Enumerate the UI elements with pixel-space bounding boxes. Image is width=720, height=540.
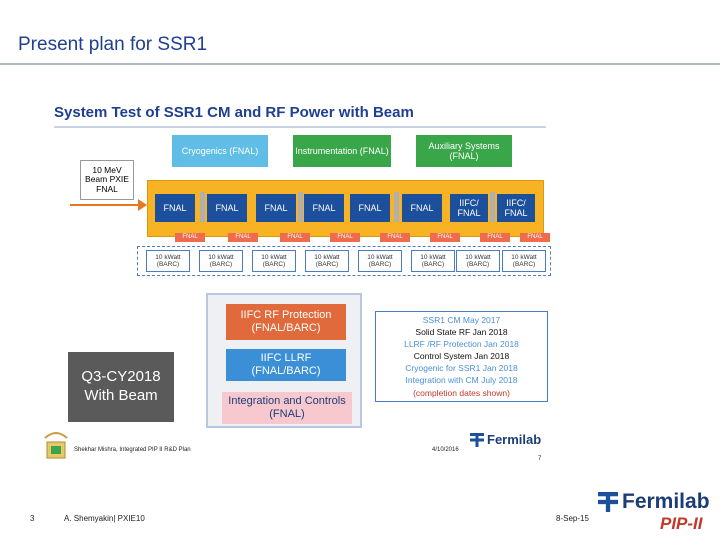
magnet-3: [394, 192, 399, 222]
slide-fermilab-logo: Fermilab: [470, 432, 541, 447]
slide-title-divider: [54, 126, 546, 128]
cavity-tag-6: FNAL: [430, 233, 460, 242]
auxiliary-systems-box: Auxiliary Systems (FNAL): [416, 135, 512, 167]
title-divider: [0, 63, 720, 65]
cavity-1: FNAL: [155, 194, 195, 222]
cavity-8: IIFC/ FNAL: [497, 194, 535, 222]
auxiliary-systems-label: Auxiliary Systems (FNAL): [428, 140, 500, 161]
slide-footer-author: Shekhar Mishra, Integrated PIP II R&D Pl…: [74, 447, 191, 453]
cavity-tag-2: FNAL: [228, 233, 258, 242]
cavity-7: IIFC/ FNAL: [450, 194, 488, 222]
partner-logo-icon: [42, 430, 70, 462]
slide-title: System Test of SSR1 CM and RF Power with…: [54, 104, 414, 121]
amplifier-5: 10 kWatt (BARC): [358, 250, 402, 272]
cavity-tag-3: FNAL: [280, 233, 310, 242]
schedule-line-5: Cryogenic for SSR1 Jan 2018: [405, 363, 518, 373]
magnet-1: [200, 192, 205, 222]
schedule-line-6: Integration with CM July 2018: [405, 375, 518, 385]
schedule-line-3: LLRF /RF Protection Jan 2018: [404, 339, 519, 349]
slide-footer-date: 4/10/2016: [432, 447, 459, 453]
cryogenics-label: Cryogenics (FNAL): [181, 145, 259, 156]
pip-ii-logo: PIP-II: [660, 514, 703, 533]
page-number: 3: [30, 514, 35, 523]
instrumentation-box: Instrumentation (FNAL): [293, 135, 391, 167]
q3-milestone-box: Q3-CY2018 With Beam: [68, 352, 174, 422]
cavity-6: FNAL: [402, 194, 442, 222]
footer-fermilab-text: Fermilab: [622, 490, 710, 513]
cavity-3: FNAL: [256, 194, 296, 222]
llrf-box: IIFC LLRF (FNAL/BARC): [226, 349, 346, 381]
beam-arrow-line: [70, 204, 140, 206]
fermilab-icon: [470, 432, 484, 447]
cavity-tag-5: FNAL: [380, 233, 410, 242]
footer-date: 8-Sep-15: [556, 514, 589, 523]
amplifier-4: 10 kWatt (BARC): [305, 250, 349, 272]
slide-fermilab-text: Fermilab: [487, 432, 542, 447]
footer-fermilab-logo: Fermilab: [598, 490, 710, 514]
slide-footer-page: 7: [538, 456, 542, 462]
instrumentation-label: Instrumentation (FNAL): [295, 145, 389, 156]
amplifier-2: 10 kWatt (BARC): [199, 250, 243, 272]
schedule-box: SSR1 CM May 2017 Solid State RF Jan 2018…: [375, 311, 548, 402]
amplifier-row: [137, 246, 551, 276]
cavity-tag-4: FNAL: [330, 233, 360, 242]
cavity-5: FNAL: [350, 194, 390, 222]
cavity-4: FNAL: [304, 194, 344, 222]
rf-protection-box: IIFC RF Protection (FNAL/BARC): [226, 304, 346, 340]
schedule-line-2: Solid State RF Jan 2018: [415, 327, 508, 337]
beam-arrow-head: [138, 199, 147, 211]
amplifier-6: 10 kWatt (BARC): [411, 250, 455, 272]
footer-author: A. Shemyakin| PXIE10: [64, 514, 145, 523]
amplifier-7: 10 kWatt (BARC): [456, 250, 500, 272]
schedule-line-1: SSR1 CM May 2017: [422, 315, 501, 325]
integration-box: Integration and Controls (FNAL): [222, 392, 352, 424]
cryogenics-box: Cryogenics (FNAL): [172, 135, 268, 167]
schedule-line-7: (completion dates shown): [413, 388, 510, 398]
cavity-tag-7: FNAL: [480, 233, 510, 242]
magnet-4: [490, 192, 495, 222]
magnet-2: [298, 192, 303, 222]
schedule-line-4: Control System Jan 2018: [413, 351, 510, 361]
amplifier-3: 10 kWatt (BARC): [252, 250, 296, 272]
cavity-tag-1: FNAL: [175, 233, 205, 242]
beam-label: 10 MeV Beam PXIE FNAL: [80, 160, 134, 200]
amplifier-1: 10 kWatt (BARC): [146, 250, 190, 272]
fermilab-icon: [598, 492, 618, 512]
page-title: Present plan for SSR1: [18, 34, 208, 55]
amplifier-8: 10 kWatt (BARC): [502, 250, 546, 272]
cavity-2: FNAL: [207, 194, 247, 222]
cavity-tag-8: FNAL: [520, 233, 550, 242]
